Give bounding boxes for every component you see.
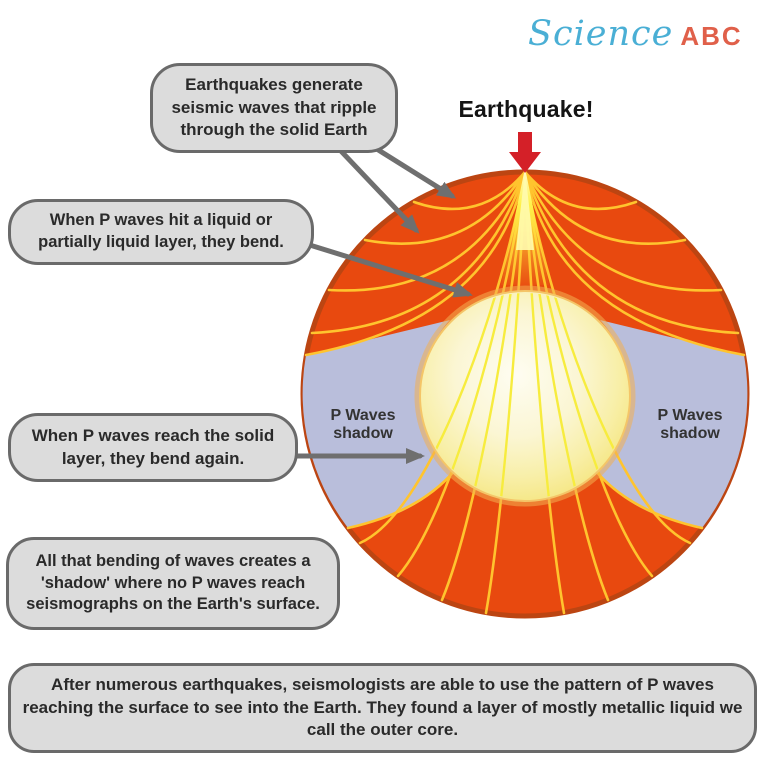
conclusion-text: After numerous earthquakes, seismologist… [22, 675, 743, 740]
callout-bend-again-text: When P waves reach the solid layer, they… [31, 426, 275, 468]
callout-bend: When P waves hit a liquid or partially l… [8, 199, 314, 265]
shadow-label-right-line1: P Waves [657, 407, 723, 424]
shadow-wedge-right [595, 320, 748, 528]
shadow-label-left: P Waves shadow [303, 407, 423, 444]
scienceabc-logo: Science ABC [528, 14, 743, 54]
pointer-line-generate-a [369, 143, 457, 199]
callout-pointers [285, 143, 473, 464]
earthquake-arrow [509, 132, 541, 173]
outer-core-glow [414, 285, 636, 507]
shadow-label-left-line1: P Waves [330, 407, 396, 424]
quake-flame-core [516, 170, 534, 250]
shadow-wedge-left [302, 320, 455, 528]
shadow-label-left-line2: shadow [333, 425, 393, 443]
shadow-label-right-line2: shadow [660, 425, 720, 443]
conclusion-box: After numerous earthquakes, seismologist… [8, 663, 757, 753]
earthquake-label: Earthquake! [458, 96, 594, 122]
callout-bend-text: When P waves hit a liquid or partially l… [38, 211, 284, 251]
logo-abc-text: ABC [680, 21, 743, 51]
callout-shadow-summary: All that bending of waves creates a 'sha… [6, 537, 340, 630]
callout-generate-text: Earthquakes generate seismic waves that … [171, 75, 377, 140]
callout-bend-again: When P waves reach the solid layer, they… [8, 413, 298, 482]
wave-rays-core [422, 293, 628, 499]
pointer-line-generate-b [337, 147, 420, 234]
callout-generate: Earthquakes generate seismic waves that … [150, 63, 398, 153]
pointer-line-bend [297, 239, 473, 298]
shadow-label-right: P Waves shadow [630, 407, 750, 444]
outer-core-circle [419, 290, 631, 502]
logo-science-text: Science [528, 14, 674, 54]
callout-shadow-summary-text: All that bending of waves creates a 'sha… [26, 551, 320, 614]
